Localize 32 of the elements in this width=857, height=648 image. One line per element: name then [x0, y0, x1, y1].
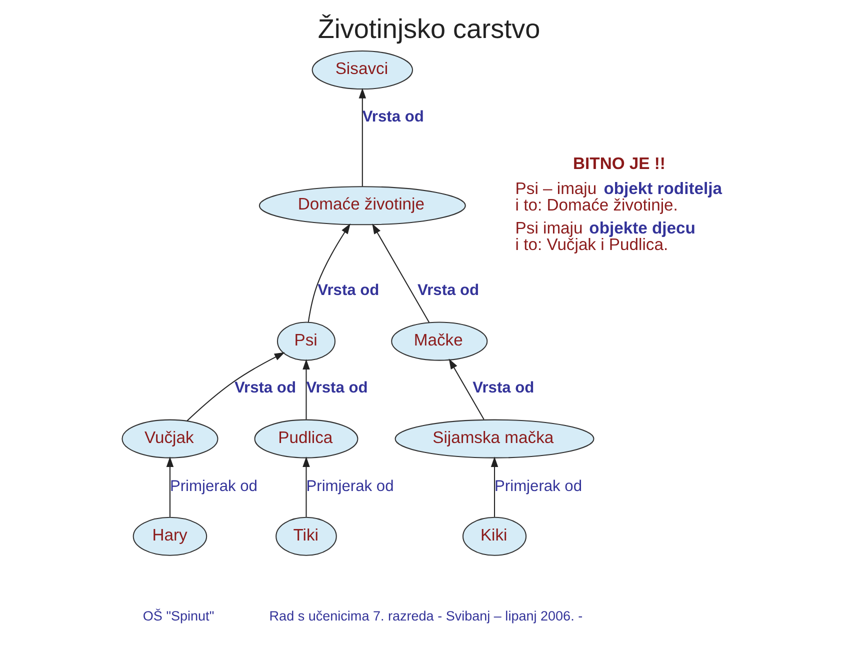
- arrow: [186, 352, 284, 422]
- node-ellipse: Vučjak: [121, 419, 218, 458]
- node-ellipse: Mačke: [390, 322, 488, 361]
- arrow: [448, 358, 484, 420]
- node-ellipse: Domaće životinje: [258, 186, 466, 226]
- label: Psi imaju objekte djecu i to: Vučjak i Pudlica.: [514, 218, 695, 254]
- node-ellipse: Sijamska mačka: [394, 419, 594, 458]
- edge-label: Primjerak od: [494, 478, 582, 496]
- arrow: [372, 224, 430, 323]
- edge-label: Vrsta od: [234, 380, 296, 397]
- edge-label: Vrsta od: [472, 380, 534, 397]
- arrow: [302, 456, 310, 517]
- edge-label: Vrsta od: [417, 282, 479, 300]
- diagram-title: Životinjsko carstvo: [317, 14, 540, 44]
- arrow: [490, 456, 498, 517]
- node-ellipse: Pudlica: [254, 419, 358, 458]
- node-ellipse: Sisavci: [311, 50, 413, 90]
- edge-label: Vrsta od: [317, 282, 379, 300]
- node-ellipse: Kiki: [462, 516, 526, 556]
- edge-label: Primjerak od: [169, 478, 257, 496]
- caption: Rad s učenicima 7. razreda - Svibanj – lipanj 2006. -: [268, 608, 582, 624]
- arrow: [302, 359, 310, 420]
- node-ellipse: Hary: [132, 516, 207, 556]
- label: Psi – imaju objekt roditelja i to: Domaće životinje.: [514, 179, 722, 215]
- arrow: [307, 224, 350, 322]
- node-ellipse: Tiki: [275, 516, 336, 556]
- node-ellipse: Psi: [276, 322, 336, 361]
- label: BITNO JE !!: [572, 154, 665, 174]
- arrow: [166, 456, 174, 517]
- label: OŠ "Spinut": [142, 608, 214, 624]
- arrow: [358, 88, 366, 186]
- edge-label: Primjerak od: [306, 478, 394, 496]
